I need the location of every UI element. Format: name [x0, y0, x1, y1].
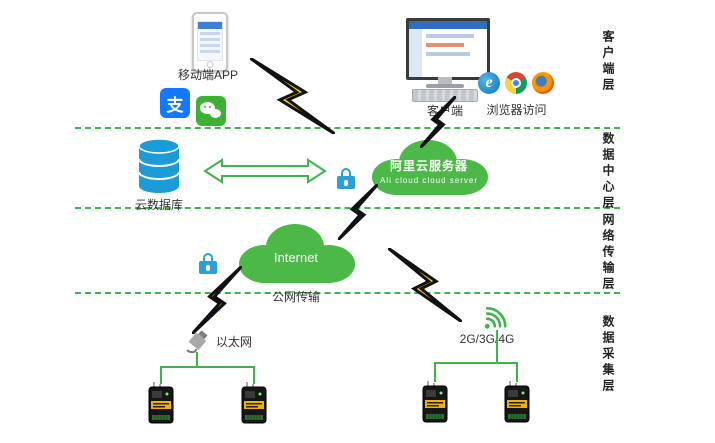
- connector-line: [496, 330, 498, 362]
- device-icon: [148, 382, 174, 424]
- keyboard-icon: [412, 89, 478, 102]
- monitor-icon: [406, 18, 490, 80]
- phone-home-button: [206, 61, 214, 68]
- ie-browser-icon: e: [478, 72, 500, 94]
- public-network-label: 公网传输: [271, 290, 320, 304]
- lock-icon: [198, 253, 218, 274]
- internet-cloud-node: Internet: [230, 219, 362, 287]
- lightning-bolt-cloud-internet: [338, 184, 378, 240]
- wifi-signal-icon: [484, 306, 507, 329]
- lightning-bolt-ethernet: [192, 266, 242, 334]
- lock-keyhole: [344, 180, 348, 186]
- monitor-content-line: [426, 52, 470, 56]
- smartphone-icon: [192, 12, 228, 72]
- double-arrow-icon: [203, 158, 327, 184]
- phone-screen-row: [200, 32, 220, 35]
- lock-body: [337, 176, 355, 189]
- connector-line: [253, 366, 255, 384]
- lock-shackle: [341, 168, 351, 177]
- layer-label-datacenter: 数据中心层: [601, 132, 615, 212]
- wechat-bubble-eye: [209, 106, 211, 108]
- cellular-label: 2G/3G/4G: [459, 332, 515, 346]
- phone-screen-row: [200, 38, 220, 41]
- mobile-app-label: 移动端APP: [177, 68, 238, 82]
- device-icon: [504, 381, 530, 423]
- layer-divider-1: [75, 127, 620, 129]
- connector-line: [196, 352, 198, 366]
- internet-label: Internet: [273, 249, 319, 265]
- cloud-shape: [372, 140, 488, 195]
- phone-screen-row: [200, 50, 220, 53]
- monitor-sidebar: [409, 29, 422, 77]
- database-icon: [138, 138, 180, 193]
- phone-screen: [197, 21, 223, 61]
- layer-label-client: 客户端层: [601, 30, 615, 94]
- connector-line: [160, 366, 255, 368]
- lock-body: [199, 261, 217, 274]
- device-icon: [422, 381, 448, 423]
- wechat-bubble-small: [210, 109, 221, 118]
- wechat-icon: [196, 96, 226, 126]
- ethernet-connector-icon: [186, 330, 208, 354]
- firefox-browser-icon: [532, 72, 554, 94]
- lightning-bolt-client: [420, 96, 456, 148]
- ie-glyph: e: [485, 74, 493, 91]
- chrome-center: [513, 80, 519, 86]
- layer-divider-2: [75, 207, 620, 209]
- connector-line: [434, 362, 436, 382]
- cloud-shape: [239, 224, 355, 283]
- lock-icon: [336, 168, 356, 189]
- lightning-bolt-cellular: [388, 248, 462, 322]
- alipay-icon: 支: [160, 88, 190, 118]
- lock-shackle: [203, 253, 213, 262]
- phone-screen-row: [200, 44, 220, 47]
- ali-cloud-label-en: Ali cloud cloud server: [379, 176, 479, 185]
- connector-line: [516, 362, 518, 382]
- layer-label-network: 网络传输层: [601, 213, 615, 293]
- alipay-glyph: 支: [166, 95, 184, 115]
- layer-divider-3: [75, 292, 620, 294]
- connector-line: [434, 362, 518, 364]
- monitor-titlebar: [409, 21, 487, 29]
- layer-label-acquisition: 数据采集层: [601, 315, 615, 395]
- device-icon: [241, 382, 267, 424]
- ethernet-label: 以太网: [215, 335, 252, 349]
- monitor-content-line: [426, 43, 464, 47]
- browser-access-label: 浏览器访问: [486, 103, 547, 117]
- wechat-bubble-eye: [204, 106, 206, 108]
- monitor-stand: [438, 77, 452, 84]
- ali-cloud-label-cn: 阿里云服务器: [389, 159, 468, 173]
- connector-line: [160, 366, 162, 384]
- chrome-browser-icon: [505, 72, 527, 94]
- monitor-content-line: [426, 34, 474, 38]
- lightning-bolt-phone: [250, 58, 335, 134]
- monitor-base: [426, 84, 464, 88]
- cloud-database-label: 云数据库: [134, 198, 183, 212]
- lock-keyhole: [206, 265, 210, 271]
- ali-cloud-node: 阿里云服务器 Ali cloud cloud server: [363, 136, 495, 198]
